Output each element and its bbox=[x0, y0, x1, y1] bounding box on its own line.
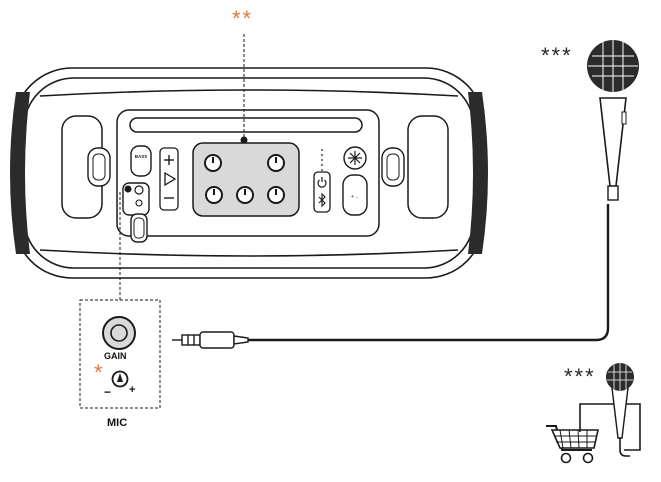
bass-boost-button[interactable] bbox=[130, 145, 152, 177]
playback-strip bbox=[159, 147, 179, 211]
party-icon: +→ bbox=[351, 194, 359, 200]
cart-mic-icon bbox=[579, 363, 641, 457]
gain-minus-label: − bbox=[104, 385, 112, 399]
mic-jack-area bbox=[122, 182, 150, 243]
right-recess bbox=[407, 115, 449, 219]
knob-treble[interactable] bbox=[236, 186, 254, 204]
party-button[interactable] bbox=[342, 174, 368, 216]
mic-icon bbox=[587, 40, 639, 201]
cart-icon bbox=[546, 425, 599, 464]
knob-mic-volume[interactable] bbox=[204, 154, 222, 172]
mic-caption: MIC bbox=[107, 417, 128, 429]
bluetooth-icon[interactable] bbox=[318, 192, 326, 208]
knob-echo[interactable] bbox=[267, 186, 285, 204]
gain-label: GAIN bbox=[104, 351, 127, 361]
control-panel bbox=[116, 109, 380, 237]
knob-guitar-volume[interactable] bbox=[267, 154, 285, 172]
light-icon bbox=[348, 151, 362, 165]
knob-panel bbox=[192, 142, 300, 217]
gain-marker: * bbox=[94, 360, 105, 385]
left-grille bbox=[10, 92, 30, 254]
bass-boost-icon: BASS bbox=[135, 154, 148, 159]
cart-marker: *** bbox=[564, 364, 596, 389]
power-icon[interactable] bbox=[317, 177, 327, 188]
play-icon[interactable] bbox=[164, 171, 177, 187]
plus-icon[interactable] bbox=[164, 155, 174, 165]
right-grille bbox=[468, 92, 488, 254]
knob-bass[interactable] bbox=[205, 186, 223, 204]
top-marker: ** bbox=[232, 6, 254, 31]
led-indicator bbox=[321, 149, 323, 171]
mic-marker: *** bbox=[541, 43, 573, 68]
mic-cable bbox=[248, 204, 610, 342]
jack-plug bbox=[172, 331, 249, 349]
top-slot bbox=[129, 117, 363, 133]
gain-plus-label: + bbox=[129, 384, 136, 396]
